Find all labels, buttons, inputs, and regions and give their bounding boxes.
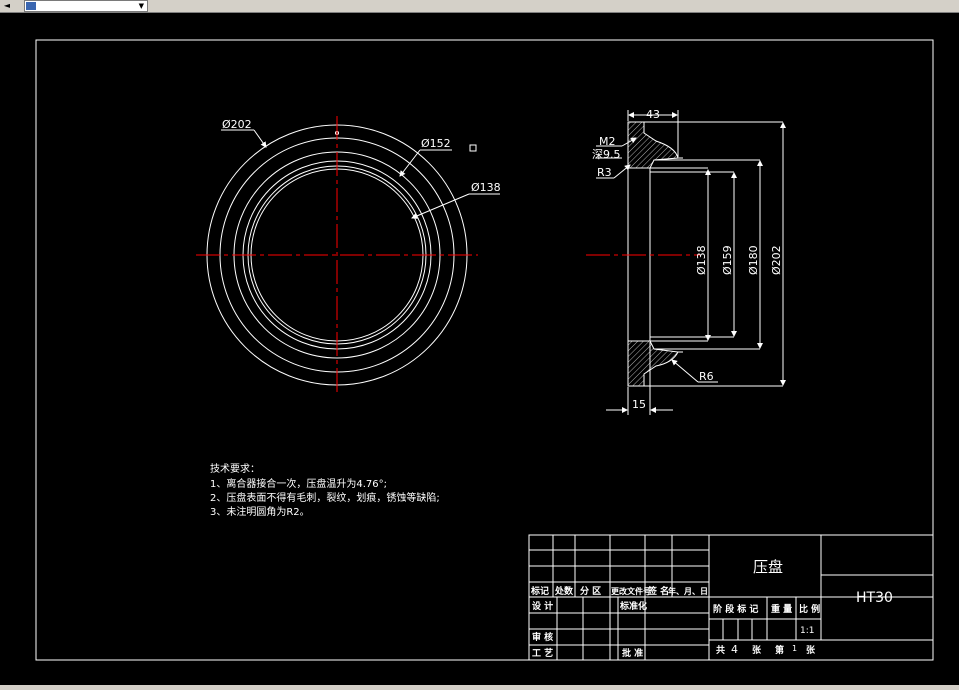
front-centerlines bbox=[196, 116, 478, 396]
chevron-down-icon[interactable]: ▼ bbox=[138, 2, 144, 10]
tb-scale-label: 比 例 bbox=[799, 603, 820, 615]
section-label-m2: M2 bbox=[599, 135, 616, 148]
tb-sheets-unit-2: 张 bbox=[806, 644, 816, 656]
tb-sheets-unit-1: 张 bbox=[752, 644, 762, 656]
tb-r-process: 工 艺 bbox=[532, 647, 553, 659]
section-dim-d202: Ø202 bbox=[770, 245, 783, 275]
tb-h-date: 年、月、日 bbox=[668, 586, 708, 596]
tb-r-approve: 批 准 bbox=[622, 647, 643, 659]
tb-sheets-total-value: 4 bbox=[731, 643, 738, 656]
layer-combo[interactable]: ▼ bbox=[24, 0, 148, 12]
title-block bbox=[528, 534, 934, 661]
section-dim-d138: Ø138 bbox=[695, 245, 708, 275]
tb-sheet-no-value: 1 bbox=[792, 644, 797, 653]
tb-h-mark: 标记 bbox=[530, 585, 549, 597]
tech-title: 技术要求： bbox=[210, 462, 260, 475]
section-dim-43: 43 bbox=[646, 108, 660, 121]
tb-r-standard: 标准化 bbox=[619, 600, 647, 612]
outer-border bbox=[35, 39, 934, 661]
tech-line-3: 3、未注明圆角为R2。 bbox=[210, 505, 310, 518]
section-label-r3: R3 bbox=[597, 166, 612, 179]
drawing-svg: Ø202 Ø152 Ø138 bbox=[35, 39, 934, 661]
section-dim-15: 15 bbox=[632, 398, 646, 411]
tb-h-sign: 签 名 bbox=[647, 585, 669, 597]
drawing-canvas[interactable]: Ø202 Ø152 Ø138 bbox=[0, 13, 959, 685]
tb-h-count: 处数 bbox=[554, 585, 574, 597]
title-block-text: 压盘 HT30 标记 处数 分 区 更改文件号 签 名 年、月、日 设 计 标准… bbox=[530, 558, 893, 659]
section-label-r6: R6 bbox=[699, 370, 714, 383]
front-dim-d138: Ø138 bbox=[471, 181, 501, 194]
tb-h-zone: 分 区 bbox=[580, 585, 601, 597]
section-dims bbox=[596, 110, 786, 415]
tb-material: HT30 bbox=[856, 590, 893, 606]
tb-sheets-total-label: 共 bbox=[716, 644, 725, 656]
scroll-left-arrow-icon[interactable]: ◄ bbox=[3, 1, 11, 10]
tb-sheet-no-label: 第 bbox=[775, 644, 784, 656]
tb-r-design: 设 计 bbox=[532, 600, 553, 612]
tech-line-2: 2、压盘表面不得有毛刺，裂纹，划痕，锈蚀等缺陷; bbox=[210, 491, 440, 504]
toolbar: ◄ ▼ bbox=[0, 0, 959, 13]
tb-weight-label: 重 量 bbox=[771, 603, 792, 615]
section-dim-d159: Ø159 bbox=[721, 245, 734, 275]
tb-stage-label: 阶 段 标 记 bbox=[713, 603, 758, 615]
section-top-flange bbox=[627, 121, 679, 169]
layer-icon bbox=[26, 2, 36, 10]
section-label-depth: 深9.5 bbox=[592, 148, 621, 161]
front-dim-d152: Ø152 bbox=[421, 137, 451, 150]
tech-line-1: 1、离合器接合一次，压盘温升为4.76°; bbox=[210, 477, 387, 490]
section-view bbox=[627, 121, 783, 387]
front-leaders bbox=[221, 129, 500, 219]
tech-requirements: 技术要求： 1、离合器接合一次，压盘温升为4.76°; 2、压盘表面不得有毛刺，… bbox=[210, 462, 440, 518]
tb-scale-value: 1:1 bbox=[800, 626, 814, 636]
tb-r-review: 审 核 bbox=[532, 631, 553, 643]
tb-part-name: 压盘 bbox=[753, 558, 783, 576]
tb-h-docno: 更改文件号 bbox=[611, 586, 651, 596]
status-bar bbox=[0, 685, 959, 690]
section-bottom-flange bbox=[627, 340, 679, 387]
section-dim-d180: Ø180 bbox=[747, 245, 760, 275]
front-dim-d202: Ø202 bbox=[222, 118, 252, 131]
